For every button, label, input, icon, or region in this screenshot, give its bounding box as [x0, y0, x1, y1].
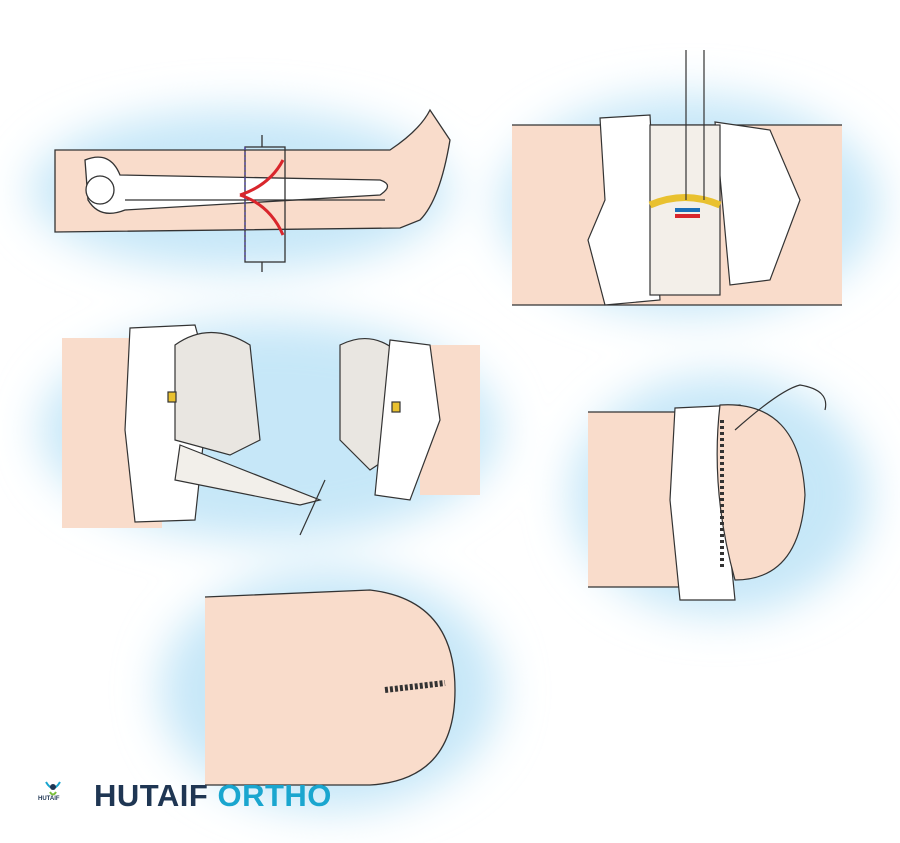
mini-logo-text: HUTAIF	[38, 796, 60, 802]
brand-watermark: HUTAIF ORTHO	[94, 778, 332, 814]
brand-primary: HUTAIF	[94, 778, 209, 813]
logo-icon	[45, 781, 61, 796]
panel-forearm-incision	[54, 108, 451, 272]
panel-exposed-structures	[512, 50, 842, 306]
panel-bone-cut	[62, 324, 480, 536]
brand-secondary: ORTHO	[217, 778, 332, 813]
panel-healed-stump	[204, 589, 456, 786]
panel-myoplasty-closure	[588, 384, 827, 601]
